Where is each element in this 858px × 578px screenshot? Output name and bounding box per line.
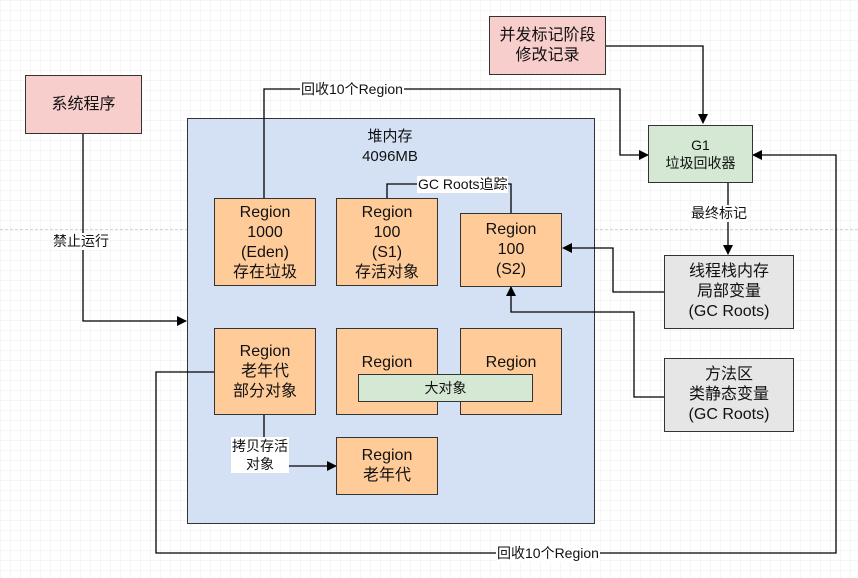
region-old-partial-line-3: 部分对象: [232, 382, 297, 400]
g1-collector-line-1: G1: [691, 137, 710, 153]
region-eden-line-2: 1000: [247, 224, 283, 241]
edge-label-copy-live: 拷贝存活 对象: [231, 437, 289, 473]
region-s1-line-1: Region: [361, 204, 413, 221]
edge-label-final-mark: 最终标记: [690, 205, 748, 222]
edge-label-stop-running: 禁止运行: [52, 233, 110, 250]
region-old-partial-line-2: 老年代: [240, 362, 289, 380]
region-s2-line-2: 100: [497, 241, 525, 258]
g1-collector-line-2: 垃圾回收器: [665, 155, 736, 171]
region-s1-line-2: 100: [373, 224, 401, 241]
thread-stack-node: 线程栈内存 局部变量 (GC Roots): [664, 255, 794, 329]
region-old-target-line-2: 老年代: [362, 467, 411, 484]
edge-reclaim-top: [263, 88, 649, 198]
region-s1: Region 100 (S1) 存活对象: [336, 198, 438, 286]
edge-method-area-to-s2: [506, 286, 664, 398]
edge-label-gc-roots-trace: GC Roots追踪: [417, 176, 509, 193]
region-s2-line-3: (S2): [495, 261, 527, 278]
region-old-target: Region 老年代: [336, 437, 438, 495]
heap-title-line-1: 堆内存: [367, 128, 413, 145]
edge-thread-stack-to-s2: [562, 243, 664, 293]
region-old-partial: Region 老年代 部分对象: [214, 328, 316, 415]
system-program-node: 系统程序: [25, 75, 142, 134]
region-eden-line-1: Region: [239, 204, 291, 221]
method-area-line-1: 方法区: [704, 366, 753, 383]
method-area-line-3: (GC Roots): [688, 406, 770, 423]
thread-stack-line-1: 线程栈内存: [688, 263, 769, 280]
g1-collector-node: G1 垃圾回收器: [648, 125, 753, 183]
region-old-target-line-1: Region: [361, 447, 413, 464]
edge-label-copy-live-line-2: 对象: [246, 456, 274, 472]
region-eden: Region 1000 (Eden) 存在垃圾: [214, 198, 316, 286]
region-s1-line-4: 存活对象: [354, 264, 419, 281]
region-s2-line-1: Region: [485, 221, 537, 238]
large-object-label: 大对象: [424, 380, 467, 396]
edge-label-reclaim-top: 回收10个Region: [300, 81, 404, 98]
system-program-label: 系统程序: [51, 95, 116, 113]
method-area-line-2: 类静态变量: [688, 386, 769, 403]
edge-label-copy-live-line-1: 拷贝存活: [232, 438, 288, 454]
thread-stack-line-2: 局部变量: [696, 283, 761, 300]
thread-stack-line-3: (GC Roots): [688, 303, 770, 320]
concurrent-mark-record-line-1: 并发标记阶段: [499, 26, 596, 44]
region-large-object-left-label: Region: [361, 354, 413, 371]
large-object: 大对象: [358, 374, 533, 402]
method-area-node: 方法区 类静态变量 (GC Roots): [664, 358, 794, 432]
edge-stop-running: [82, 134, 187, 326]
region-large-object-right-label: Region: [485, 354, 537, 371]
heap-title: 堆内存 4096MB: [330, 127, 450, 167]
heap-title-line-2: 4096MB: [362, 148, 418, 165]
region-s1-line-3: (S1): [371, 244, 403, 261]
concurrent-mark-record-line-2: 修改记录: [515, 46, 580, 64]
edge-label-reclaim-bottom: 回收10个Region: [496, 545, 600, 562]
region-s2: Region 100 (S2): [460, 213, 562, 287]
region-old-partial-line-1: Region: [239, 342, 291, 360]
region-eden-line-4: 存在垃圾: [232, 264, 297, 281]
edge-mark-record-to-g1: [605, 45, 708, 124]
region-eden-line-3: (Eden): [240, 244, 290, 261]
concurrent-mark-record-node: 并发标记阶段 修改记录: [489, 16, 606, 75]
